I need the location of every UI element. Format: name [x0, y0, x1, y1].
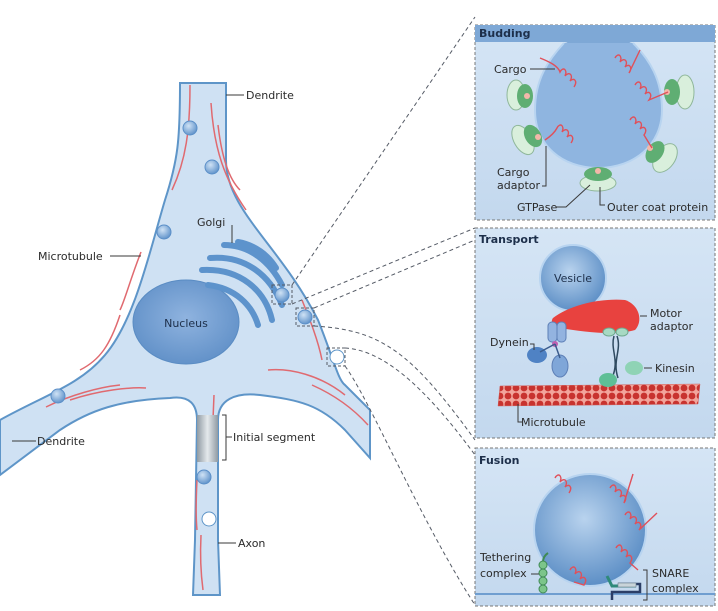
kinesin-label: Kinesin: [655, 362, 695, 375]
transport-title: Transport: [479, 233, 539, 246]
cargo-proteins: [539, 49, 669, 149]
initial-segment: [197, 415, 218, 462]
microtubule-label: Microtubule: [38, 250, 103, 263]
dynein: [527, 321, 569, 378]
vesicle: [182, 120, 198, 136]
dendrite-top-label: Dendrite: [246, 89, 294, 102]
neuron: Nucleus: [0, 16, 476, 606]
golgi-label: Golgi: [197, 216, 225, 229]
dynein-label: Dynein: [490, 336, 529, 349]
snare-complex-label-line2: complex: [652, 582, 699, 595]
fusion-pit: [329, 349, 345, 365]
vesicle-label: Vesicle: [554, 272, 592, 285]
golgi-apparatus: [199, 239, 285, 328]
vesicle: [156, 224, 172, 240]
kinesin: [599, 327, 643, 387]
motor-adaptor-label-line2: adaptor: [650, 320, 693, 333]
transport-microtubule: [497, 383, 701, 407]
motor-adaptor-label-line1: Motor: [650, 307, 682, 320]
fusion-title: Fusion: [479, 454, 520, 467]
snare-complex-label-line1: SNARE: [652, 567, 689, 580]
budding-title: Budding: [479, 27, 530, 40]
connector-lines: [291, 16, 476, 606]
snare-complex: [605, 575, 642, 600]
axon-label: Axon: [238, 537, 265, 550]
tethering-complex-label-line1: Tethering: [479, 551, 531, 564]
motor-adaptor: [551, 299, 640, 334]
transport-microtubule-label: Microtubule: [521, 416, 586, 429]
donor-membrane: [475, 25, 715, 52]
transport-panel: Transport Vesicle Motor: [474, 227, 716, 439]
nucleus: [132, 279, 240, 365]
vesicles: [50, 120, 313, 485]
vesicle: [50, 388, 66, 404]
gtpase-label: GTPase: [517, 201, 557, 214]
outer-coat-protein-label: Outer coat protein: [607, 201, 708, 214]
tethering-complex-label-line2: complex: [480, 567, 527, 580]
budding-panel: Budding: [474, 24, 716, 221]
fusion-pit: [201, 511, 217, 527]
tethering-complex: [538, 552, 549, 594]
transport-highlight-box: [295, 307, 315, 327]
nucleus-label: Nucleus: [164, 317, 208, 330]
dendrite-left-label: Dendrite: [37, 435, 85, 448]
fusion-cargo: [554, 473, 658, 586]
vesicle: [274, 287, 290, 303]
cargo-adaptor-label-line1: Cargo: [497, 166, 530, 179]
fusion-vesicle: [533, 473, 647, 587]
cargo-adaptor-label-line2: adaptor: [497, 179, 540, 192]
vesicle: [196, 469, 212, 485]
fusion-panel: Fusion Tethering complex SNARE: [474, 447, 716, 607]
budding-vesicle: [533, 42, 664, 170]
vesicle: [297, 309, 313, 325]
budding-highlight-box: [271, 284, 293, 305]
vesicle: [204, 159, 220, 175]
cargo-label: Cargo: [494, 63, 527, 76]
initial-segment-label: Initial segment: [233, 431, 316, 444]
fusion-highlight-box: [326, 347, 346, 367]
coat-proteins: [506, 74, 695, 192]
